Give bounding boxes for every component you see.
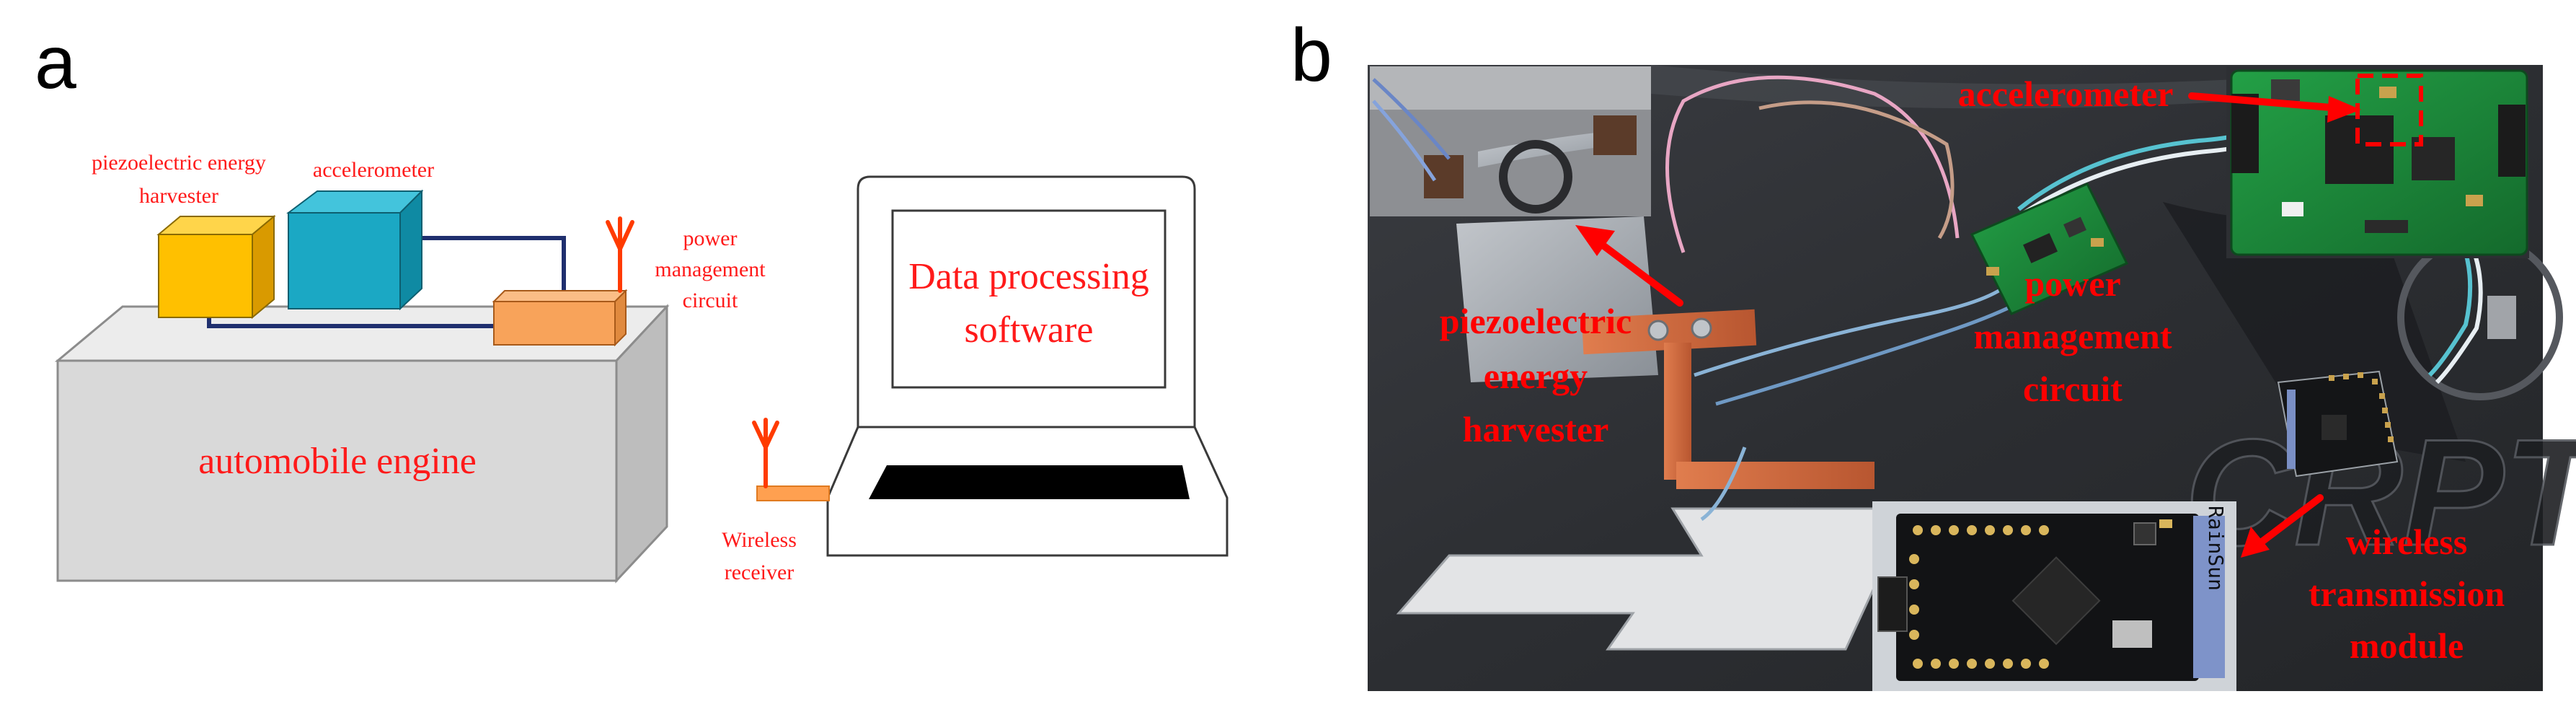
laptop-screen [891, 209, 1167, 389]
photo-wireless-label-3: module [2350, 625, 2464, 666]
photo-accelerometer-label: accelerometer [1958, 74, 2174, 114]
power-label-3: circuit [683, 289, 738, 312]
power-management-board-photo [1970, 183, 2129, 315]
accelerometer-box [286, 189, 424, 311]
photo-power-label-3: circuit [2023, 369, 2123, 409]
laptop-keyboard [869, 465, 1190, 499]
receiver-label-2: receiver [725, 561, 795, 584]
photo-wires [1665, 75, 2483, 522]
inset-top-left [1370, 66, 1651, 216]
photo-wireless-label-2: transmission [2309, 573, 2505, 614]
panel-a: a automobile engine [35, 21, 1229, 584]
laptop [826, 175, 1229, 557]
photo-arrows [1575, 92, 2361, 558]
wireless-receiver [752, 418, 830, 501]
piezo-label-2: harvester [139, 184, 218, 208]
panel-b-letter: b [1291, 14, 1332, 97]
wireless-module-small-photo [2277, 370, 2399, 478]
power-label-2: management [655, 258, 766, 281]
piezo-harvester-photo [1581, 309, 1875, 489]
antenna-icon [606, 216, 634, 293]
piezo-label-1: piezoelectric energy [92, 151, 266, 175]
module-silkscreen-text: RainSun [2204, 506, 2228, 591]
wireless-module-inset-photo: RainSun [1872, 501, 2236, 691]
photo-wireless-label-1: wireless [2346, 522, 2467, 562]
receiver-label-1: Wireless [722, 528, 797, 552]
engine-label: automobile engine [198, 441, 477, 482]
panel-b: b CRPTEC [1291, 14, 2576, 691]
photo-power-label-1: power [2024, 263, 2120, 304]
piezo-box [156, 214, 276, 320]
power-label-1: power [683, 227, 738, 250]
photo-power-label-2: management [1974, 316, 2172, 356]
screen-label-2: software [964, 309, 1093, 351]
accelerometer-label: accelerometer [313, 158, 434, 182]
module-pads [1909, 525, 2049, 669]
receiver-antenna-icon [752, 418, 779, 488]
photo-piezo-label-2: energy [1484, 356, 1588, 396]
bowtie-logo [1396, 507, 1913, 651]
embossed-brand-letters: CRPTEC [2185, 408, 2576, 577]
photo-piezo-label-1: piezoelectric [1440, 301, 1632, 341]
screen-label-1: Data processing [908, 256, 1149, 297]
photo-piezo-label-3: harvester [1463, 409, 1609, 449]
power-management-box [492, 289, 628, 347]
panel-a-letter: a [35, 21, 76, 105]
accelerometer-board-photo [2226, 66, 2529, 258]
